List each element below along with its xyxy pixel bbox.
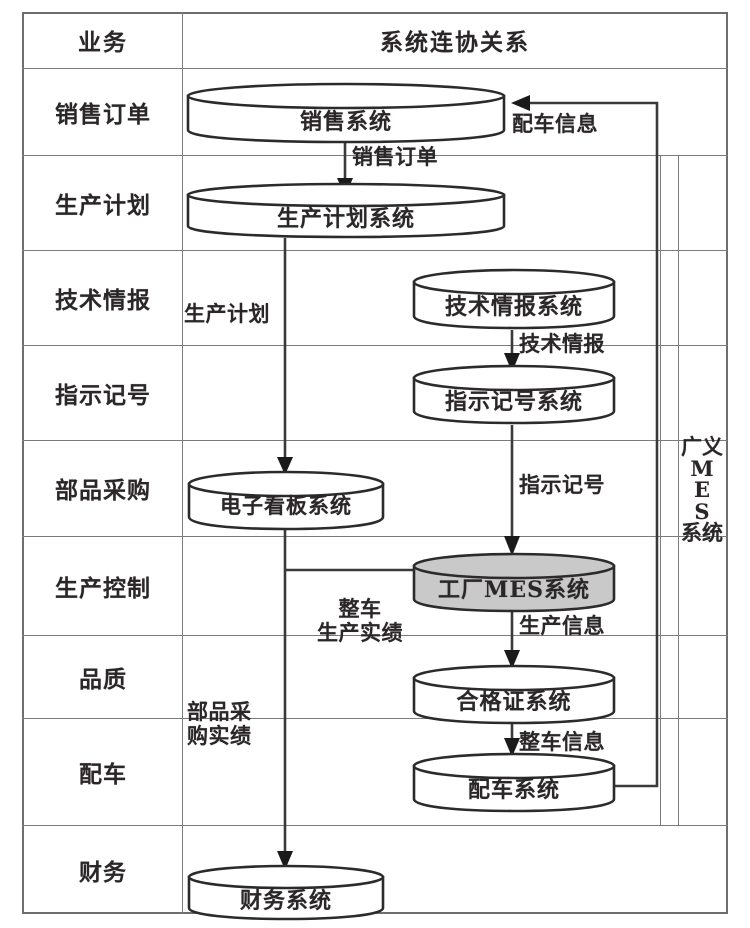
grid-hline xyxy=(22,536,728,537)
arrowhead xyxy=(277,851,293,870)
grid-vline-band-inner xyxy=(678,155,679,825)
arrowhead xyxy=(511,95,530,111)
node-kanban-system[interactable]: 电子看板系统 xyxy=(187,470,385,532)
arrowhead xyxy=(504,353,520,372)
grid-hline xyxy=(22,825,728,826)
grid-hline xyxy=(22,250,728,251)
node-production-plan-system[interactable]: 生产计划系统 xyxy=(186,182,506,240)
grid-hline xyxy=(22,718,728,719)
header-business-label: 业务 xyxy=(78,29,128,56)
header-systems-label: 系统连协关系 xyxy=(380,29,530,56)
arrowhead xyxy=(504,536,520,556)
edge-dispatch-to-sales xyxy=(527,101,659,788)
node-finance-system[interactable]: 财务系统 xyxy=(187,864,385,922)
grid-hline xyxy=(22,635,728,636)
grid-hline xyxy=(22,155,728,156)
header-business: 业务 xyxy=(24,12,182,68)
node-sales-system[interactable]: 销售系统 xyxy=(186,82,506,144)
header-systems: 系统连协关系 xyxy=(184,12,726,68)
generalized-mes-band: 广义 M E S 系统 xyxy=(678,155,726,825)
node-certificate-system[interactable]: 合格证系统 xyxy=(412,664,616,726)
node-dispatch-system[interactable]: 配车系统 xyxy=(412,752,616,814)
node-factory-mes-system[interactable]: 工厂MES系统 xyxy=(412,552,616,614)
arrowhead xyxy=(277,457,293,475)
grid-vline-business xyxy=(182,12,183,914)
grid-hline xyxy=(22,68,728,69)
arrowhead xyxy=(504,738,520,757)
arrowhead xyxy=(504,650,520,669)
grid-vline-band-left xyxy=(660,155,661,825)
grid-hline xyxy=(22,345,728,346)
node-marking-system[interactable]: 指示记号系统 xyxy=(412,364,616,426)
grid-hline xyxy=(22,440,728,441)
node-tech-info-system[interactable]: 技术情报系统 xyxy=(412,268,616,332)
generalized-mes-band-label: 广义 M E S 系统 xyxy=(681,434,723,546)
